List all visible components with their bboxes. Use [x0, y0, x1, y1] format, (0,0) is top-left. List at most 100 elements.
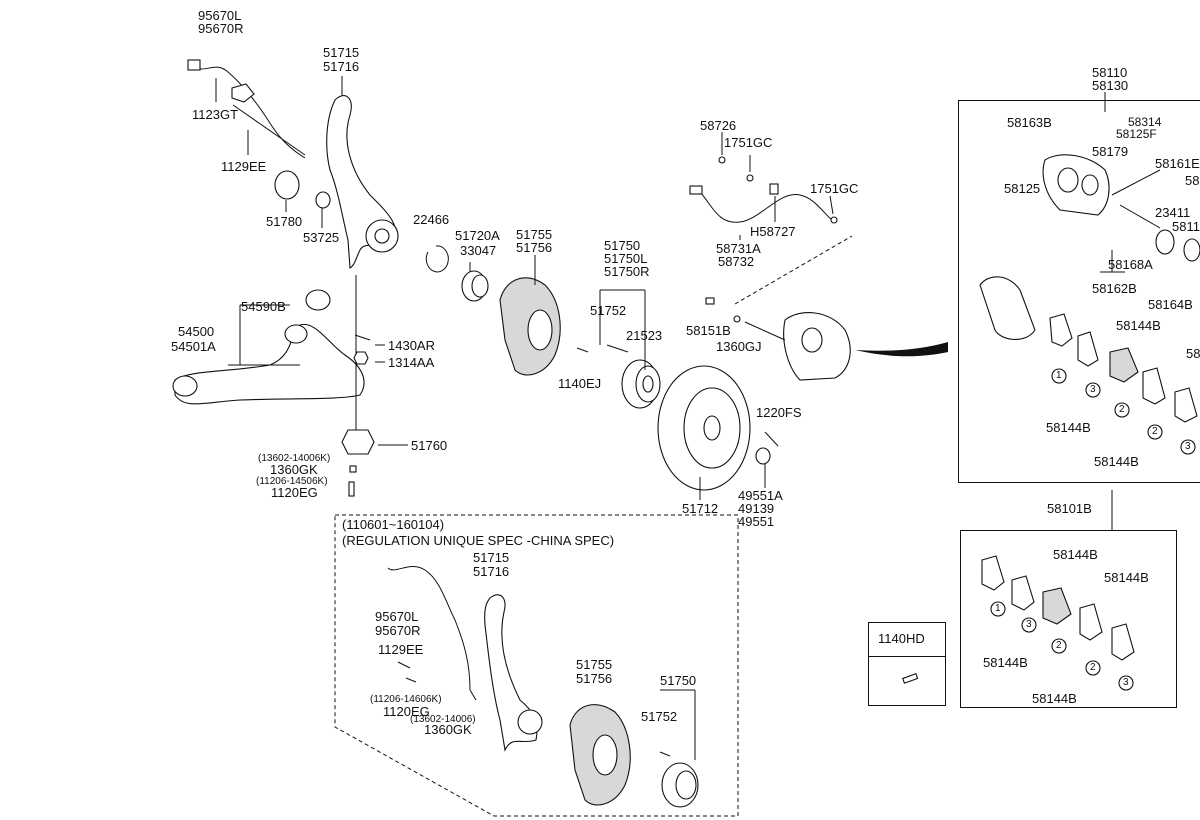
label-51712: 51712: [682, 501, 719, 516]
ball-joint: [341, 275, 375, 497]
label-58151B: 58151B: [686, 323, 731, 338]
caliper-detail-frame: [958, 100, 1200, 483]
inset-label-51755: 51755: [576, 657, 613, 672]
bolt-1140hd-frame: [868, 622, 946, 706]
label-11206-14506K: (11206-14506K): [256, 476, 328, 487]
label-51752: 51752: [590, 303, 627, 318]
dust-cover-top: [499, 277, 561, 376]
pad-callout-2b: 2: [1152, 426, 1158, 437]
label-58179: 58179: [1092, 144, 1129, 159]
label-54500: 54500: [178, 324, 215, 339]
inset-label-13602-14006: (13602-14006): [410, 714, 476, 725]
label-58161E: 58161E: [1155, 156, 1200, 171]
label-58110: 58110: [1092, 65, 1128, 80]
label-51750R: 51750R: [604, 264, 650, 279]
lower-control-arm: [172, 289, 365, 405]
steering-knuckle: [326, 95, 399, 269]
pad-set-detail: [902, 555, 1135, 691]
china-spec-drawing: [387, 565, 699, 808]
label-51715: 51715: [323, 45, 360, 60]
inset-label-51750: 51750: [660, 673, 697, 688]
label-1120EG: 1120EG: [271, 485, 318, 500]
pad-callout-1: 1: [1056, 370, 1062, 381]
pad-callout-2: 2: [1119, 404, 1125, 415]
pad2-callout-2: 2: [1056, 640, 1062, 651]
seal-51780: [274, 170, 300, 200]
label-58144B-d: 58144B: [1053, 547, 1098, 562]
label-58732: 58732: [718, 254, 755, 269]
label-58168A: 58168A: [1108, 257, 1153, 272]
label-33047: 33047: [460, 243, 497, 258]
hub-assembly: [576, 344, 661, 409]
label-1129EE: 1129EE: [221, 159, 267, 174]
snap-ring-22466: [425, 245, 449, 273]
inset-label-95670R: 95670R: [375, 623, 421, 638]
brake-caliper: [705, 297, 851, 381]
label-58144B-e: 58144B: [1104, 570, 1149, 585]
label-1140HD: 1140HD: [878, 631, 925, 646]
label-95670R: 95670R: [198, 21, 244, 36]
inset-label-11206-14606K: (11206-14606K): [370, 694, 442, 705]
label-58125F: 58125F: [1116, 127, 1157, 141]
label-58164B: 58164B: [1148, 297, 1193, 312]
leader-lines-left: [215, 76, 408, 446]
pad-callout-3: 3: [1090, 384, 1096, 395]
label-51756: 51756: [516, 240, 553, 255]
label-49139: 49139: [738, 501, 775, 516]
inset-label-1360GK: 1360GK: [424, 722, 472, 737]
label-1360GJ: 1360GJ: [716, 339, 762, 354]
label-1140EJ: 1140EJ: [558, 376, 602, 391]
brake-hose: [689, 156, 853, 305]
leader-lines-middle: [469, 92, 1113, 530]
label-58163B: 58163B: [1007, 115, 1052, 130]
label-51760: 51760: [411, 438, 448, 453]
pad-set-frame: [960, 530, 1177, 708]
label-58144B-g: 58144B: [1032, 691, 1077, 706]
label-51750: 51750: [604, 238, 641, 253]
label-49551: 49551: [738, 514, 775, 529]
wheel-bearing: [461, 270, 489, 302]
label-49551A: 49551A: [738, 488, 783, 503]
label-1314AA: 1314AA: [388, 355, 435, 370]
inset-label-1129EE: 1129EE: [378, 642, 424, 657]
pad2-callout-2b: 2: [1090, 662, 1096, 673]
label-58144B-a: 58144B: [1116, 318, 1161, 333]
label-23411: 23411: [1155, 205, 1191, 220]
label-spec-note: (REGULATION UNIQUE SPEC -CHINA SPEC): [342, 533, 615, 548]
inset-label-51715: 51715: [473, 550, 510, 565]
label-58101B: 58101B: [1047, 501, 1092, 516]
label-1751GC-upper: 1751GC: [724, 135, 773, 150]
china-spec-frame: [334, 514, 739, 817]
label-5811-cut: 5811: [1172, 219, 1200, 234]
label-spec-range: (110601~160104): [342, 517, 445, 532]
label-1360GK: 1360GK: [270, 462, 318, 477]
label-51780: 51780: [266, 214, 303, 229]
label-58144B-c: 58144B: [1094, 454, 1139, 469]
label-1430AR: 1430AR: [388, 338, 435, 353]
label-58-cut-1: 58: [1185, 173, 1200, 188]
label-58144B-f: 58144B: [983, 655, 1028, 670]
bolt-1140hd-divider: [868, 656, 946, 657]
pad2-callout-1: 1: [995, 603, 1001, 614]
pad-callout-3b: 3: [1185, 441, 1191, 452]
label-58314: 58314: [1128, 115, 1162, 129]
label-1123GT: 1123GT: [192, 107, 239, 122]
wheel-speed-sensor-top: [187, 59, 306, 159]
inset-label-51752: 51752: [641, 709, 678, 724]
label-54501A: 54501A: [171, 339, 216, 354]
label-13602-14006K: (13602-14006K): [258, 453, 331, 464]
label-51755: 51755: [516, 227, 553, 242]
inset-label-51756: 51756: [576, 671, 613, 686]
label-58726: 58726: [700, 118, 737, 133]
label-58144B-b: 58144B: [1046, 420, 1091, 435]
inset-label-1120EG: 1120EG: [383, 704, 430, 719]
inset-label-95670L: 95670L: [375, 609, 419, 624]
label-1751GC-lower: 1751GC: [810, 181, 859, 196]
label-95670L: 95670L: [198, 8, 242, 23]
pad2-callout-3b: 3: [1123, 677, 1129, 688]
pad2-callout-3: 3: [1026, 619, 1032, 630]
label-54590B: 54590B: [241, 299, 286, 314]
label-H58727: H58727: [750, 224, 796, 239]
